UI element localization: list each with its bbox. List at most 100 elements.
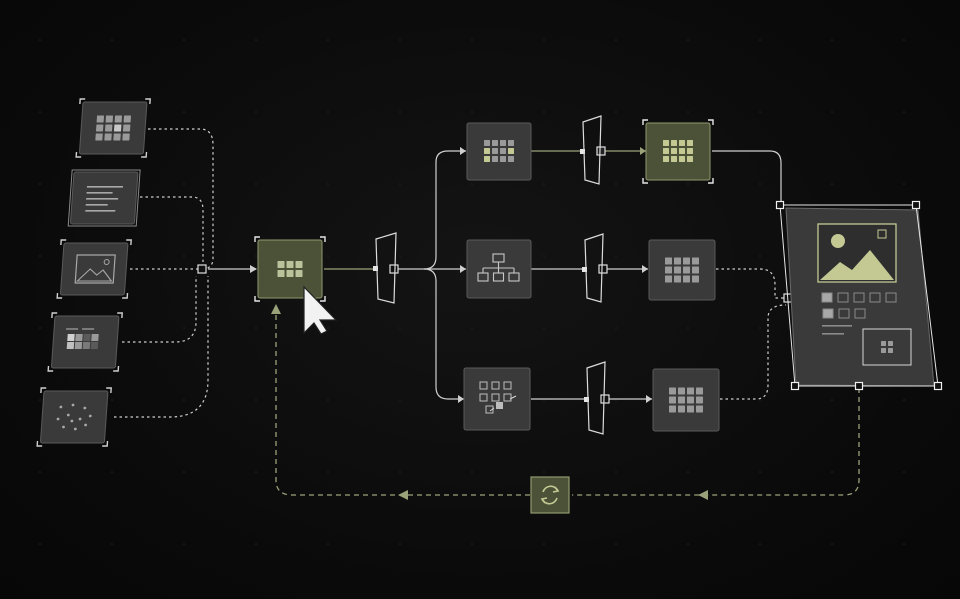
grid-dot <box>759 327 761 329</box>
grid-dot <box>39 183 41 185</box>
grid-dot <box>903 543 905 545</box>
grid-cell <box>665 266 672 274</box>
grid-dot <box>543 111 545 113</box>
input-connector <box>122 276 197 343</box>
feedback-line <box>572 388 860 496</box>
text-line <box>86 198 119 200</box>
branch-middle-source[interactable] <box>466 239 532 299</box>
grid-dot <box>183 39 185 41</box>
outline-cell <box>479 393 488 402</box>
refresh-button[interactable] <box>530 476 570 514</box>
funnel-outline <box>586 361 606 435</box>
grid-cell <box>687 396 694 404</box>
hierarchy-links <box>482 262 515 273</box>
branch-bottom-result[interactable] <box>652 368 720 432</box>
scatter-dot <box>83 406 87 410</box>
grid-dot <box>399 183 401 185</box>
input-image[interactable] <box>56 239 132 299</box>
grid-dot <box>543 255 545 257</box>
tile-body <box>257 239 323 299</box>
grid-dot <box>399 255 401 257</box>
mountain-shape <box>75 268 113 282</box>
grid-dot <box>183 543 185 545</box>
grid-dot <box>615 111 617 113</box>
grid-dot <box>759 255 761 257</box>
scatter-icon <box>479 381 517 414</box>
grid-dot <box>39 327 41 329</box>
input-scatter[interactable] <box>36 387 112 447</box>
branch-top-result[interactable] <box>642 119 714 184</box>
output-panel[interactable] <box>775 200 943 391</box>
grid-dot <box>327 111 329 113</box>
grid-dot <box>615 39 617 41</box>
grid-cell <box>123 115 132 123</box>
scatter-dot <box>84 423 88 427</box>
swatch <box>869 292 881 303</box>
scatter-dot <box>70 419 74 423</box>
grid-dot <box>327 255 329 257</box>
layout-cell <box>83 334 91 341</box>
layout-line <box>66 328 79 330</box>
grid-cell <box>96 115 105 123</box>
hierarchy-child <box>477 272 489 282</box>
grid-cell <box>113 133 121 141</box>
refresh-icon <box>540 485 560 505</box>
grid-dot <box>831 471 833 473</box>
arrowhead <box>646 395 652 403</box>
grid-dot <box>471 327 473 329</box>
grid-dot <box>255 39 257 41</box>
grid-cell <box>687 148 693 154</box>
branch-top-source[interactable] <box>466 122 532 181</box>
corner-brackets <box>56 239 132 299</box>
outline-cell <box>503 393 512 402</box>
selected-node[interactable] <box>254 236 326 302</box>
grid-dot <box>903 183 905 185</box>
grid-cell <box>683 266 690 274</box>
branch-bottom-source[interactable] <box>463 367 531 431</box>
layout-cell <box>74 342 83 349</box>
grid-cell <box>663 148 669 154</box>
input-text[interactable] <box>67 169 141 227</box>
grid-dot <box>615 255 617 257</box>
grid-cell <box>484 140 490 146</box>
junction-node <box>197 264 207 274</box>
grid-cell <box>687 140 693 146</box>
branch-connector <box>423 268 464 400</box>
grid-dot <box>903 399 905 401</box>
outline-cell <box>491 393 500 402</box>
funnel-top <box>582 115 602 185</box>
layout-cell <box>90 342 99 349</box>
grid-cell <box>671 140 677 146</box>
output-connector <box>712 150 782 205</box>
grid-cell <box>104 124 113 132</box>
mouse-cursor-icon[interactable] <box>303 285 338 335</box>
branch-middle-result[interactable] <box>648 239 716 301</box>
swatch <box>838 308 850 319</box>
junction-node <box>584 397 589 402</box>
grid-icon <box>663 140 693 162</box>
arrowhead <box>250 265 257 273</box>
grid-cell <box>679 156 685 162</box>
grid-dot <box>183 111 185 113</box>
output-connector <box>716 268 786 299</box>
grid-dot <box>471 111 473 113</box>
input-grid[interactable] <box>75 98 151 158</box>
input-layout[interactable] <box>47 312 123 372</box>
grid-cell <box>508 148 514 154</box>
grid-dot <box>759 39 761 41</box>
resize-handle <box>790 381 800 391</box>
grid-cell <box>114 115 123 123</box>
outline-cell <box>491 381 500 390</box>
grid-dot <box>399 399 401 401</box>
grid-cell <box>492 148 498 154</box>
grid-cell <box>888 341 893 346</box>
grid-dot <box>183 255 185 257</box>
junction-node <box>373 266 378 271</box>
grid-dot <box>111 543 113 545</box>
grid-cell <box>679 140 685 146</box>
grid-dot <box>327 327 329 329</box>
grid-cell <box>674 275 681 283</box>
scatter-dot <box>56 417 60 421</box>
grid-dot <box>39 543 41 545</box>
